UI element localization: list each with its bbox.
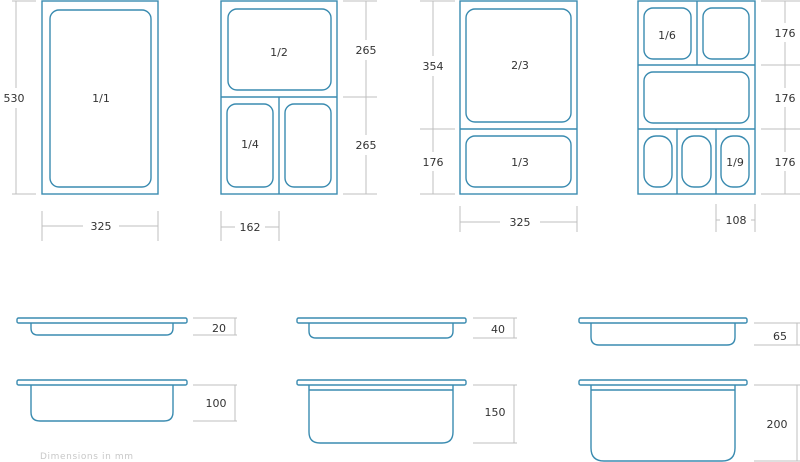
pan-label-half: 1/2 <box>270 46 288 59</box>
dimension-label: 108 <box>726 214 747 227</box>
depth-dimension-200: 200 <box>754 384 800 462</box>
pan-insert-ninth <box>681 135 712 188</box>
pan-insert-ninth <box>643 135 673 188</box>
pan-profile-20 <box>16 317 188 336</box>
depth-label: 200 <box>767 418 788 431</box>
dimension-label: 530 <box>4 92 25 105</box>
pan-thirds-plan: 2/3 1/3 <box>459 0 578 195</box>
pan-insert-sixth <box>702 7 750 60</box>
pan-insert-quarter <box>284 103 332 188</box>
depth-label: 20 <box>212 322 226 335</box>
pan-profile-100 <box>16 379 188 422</box>
depth-dimension-20: 20 <box>193 317 237 336</box>
pan-label-ninth: 1/9 <box>726 156 744 169</box>
depth-label: 40 <box>491 323 505 336</box>
depth-dimension-65: 65 <box>754 322 800 346</box>
dimension-label: 265 <box>356 139 377 152</box>
pan-frame <box>459 0 578 195</box>
pan-insert-quarter <box>226 103 274 188</box>
pan-insert-sixth <box>643 7 692 60</box>
pan-1-1-plan: 1/1 <box>41 0 159 195</box>
pan-profile-200 <box>578 379 748 462</box>
depth-dimension-40: 40 <box>473 317 517 339</box>
height-dimension-530: 530 <box>4 0 36 195</box>
pan-label-two-thirds: 2/3 <box>511 59 529 72</box>
depth-label: 100 <box>206 397 227 410</box>
dimension-label: 176 <box>423 156 444 169</box>
pan-insert-half <box>227 8 332 91</box>
height-dimension-354-176: 354 176 <box>420 0 455 195</box>
footnote: Dimensions in mm <box>40 452 134 462</box>
pan-label-sixth: 1/6 <box>658 29 676 42</box>
depth-dimension-150: 150 <box>473 384 517 444</box>
width-dimension-162: 162 <box>220 211 280 241</box>
pan-halves-plan: 1/2 1/4 <box>220 0 338 195</box>
pan-profile-150 <box>296 379 467 444</box>
dimension-label: 176 <box>775 92 796 105</box>
pan-label-third: 1/3 <box>511 156 529 169</box>
dimension-label: 176 <box>775 27 796 40</box>
pan-insert-ninth <box>720 135 750 188</box>
pan-profile-65 <box>578 317 748 346</box>
pan-insert-third <box>465 135 572 188</box>
dimension-label: 265 <box>356 44 377 57</box>
dimension-label: 176 <box>775 156 796 169</box>
pan-label: 1/1 <box>92 92 110 105</box>
width-dimension-108: 108 <box>715 204 756 232</box>
depth-dimension-100: 100 <box>193 384 237 422</box>
dimension-label: 354 <box>423 60 444 73</box>
pan-insert <box>49 9 152 188</box>
dimension-label: 325 <box>91 220 112 233</box>
dimension-label: 325 <box>510 216 531 229</box>
depth-label: 150 <box>485 406 506 419</box>
width-dimension-325-a: 325 <box>41 211 159 241</box>
dimension-label: 162 <box>240 221 261 234</box>
pan-profile-40 <box>296 317 467 339</box>
pan-insert-third <box>643 71 750 124</box>
width-dimension-325-b: 325 <box>459 206 578 232</box>
pan-ninths-plan: 1/6 1/9 <box>637 0 756 195</box>
pan-label-quarter: 1/4 <box>241 138 259 151</box>
pan-frame <box>41 0 159 195</box>
height-dimension-265: 265 265 <box>343 0 377 195</box>
height-dimension-176: 176 176 176 <box>761 0 800 195</box>
depth-label: 65 <box>773 330 787 343</box>
pan-insert-two-thirds <box>465 8 572 123</box>
